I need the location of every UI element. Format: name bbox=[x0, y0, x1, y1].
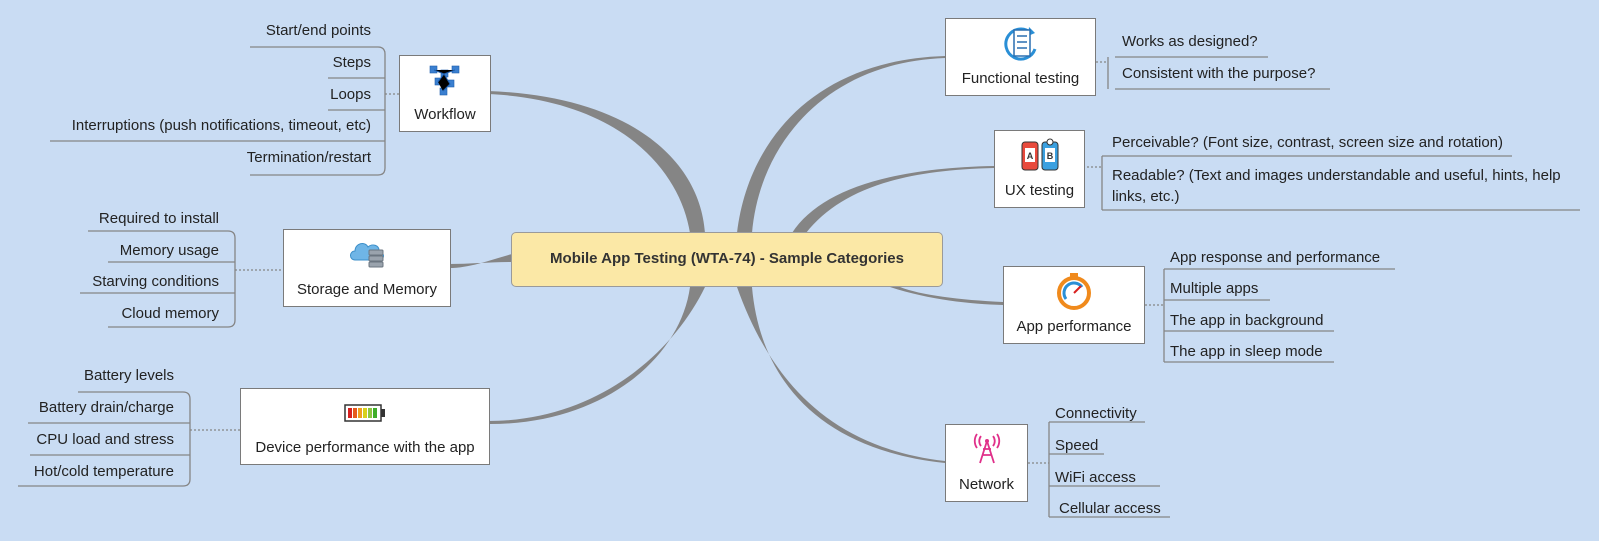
node-device[interactable]: Device performance with the app bbox=[240, 388, 490, 465]
leaf-storage-cloud[interactable]: Cloud memory bbox=[121, 305, 219, 322]
ab-test-phones-icon: A B bbox=[1021, 138, 1058, 171]
node-performance[interactable]: App performance bbox=[1003, 266, 1145, 344]
leaf-workflow-interruptions[interactable]: Interruptions (push notifications, timeo… bbox=[71, 117, 371, 134]
leaf-workflow-start-end[interactable]: Start/end points bbox=[265, 22, 371, 39]
leaf-device-battery-levels[interactable]: Battery levels bbox=[83, 367, 174, 384]
leaf-storage-memory-usage[interactable]: Memory usage bbox=[119, 242, 219, 259]
leaf-network-connectivity[interactable]: Connectivity bbox=[1055, 405, 1137, 422]
leaf-network-speed[interactable]: Speed bbox=[1055, 437, 1099, 454]
leaf-device-temperature[interactable]: Hot/cold temperature bbox=[33, 463, 174, 480]
node-workflow-label: Workflow bbox=[414, 106, 476, 123]
antenna-tower-icon bbox=[973, 433, 1000, 464]
node-workflow[interactable]: Workflow bbox=[399, 55, 491, 132]
leaf-functional-consistent[interactable]: Consistent with the purpose? bbox=[1122, 65, 1316, 82]
node-network[interactable]: Network bbox=[945, 424, 1028, 502]
leaf-functional-designed[interactable]: Works as designed? bbox=[1122, 33, 1258, 50]
leaf-performance-sleep[interactable]: The app in sleep mode bbox=[1170, 343, 1323, 360]
leaf-ux-perceivable[interactable]: Perceivable? (Font size, contrast, scree… bbox=[1112, 134, 1504, 151]
stopwatch-icon bbox=[1057, 273, 1091, 310]
svg-text:B: B bbox=[1046, 151, 1053, 161]
leaf-storage-required[interactable]: Required to install bbox=[98, 210, 219, 227]
node-ux[interactable]: A B UX testing bbox=[994, 130, 1085, 208]
node-functional[interactable]: Functional testing bbox=[945, 18, 1096, 96]
leaf-workflow-loops[interactable]: Loops bbox=[330, 86, 371, 103]
node-performance-label: App performance bbox=[1016, 318, 1132, 335]
node-network-label: Network bbox=[958, 476, 1014, 493]
checklist-icon bbox=[1003, 27, 1036, 61]
node-storage-label: Storage and Memory bbox=[296, 281, 438, 298]
leaf-device-battery-drain[interactable]: Battery drain/charge bbox=[38, 399, 174, 416]
leaf-ux-readable[interactable]: Readable? (Text and images understandabl… bbox=[1112, 167, 1561, 205]
main-branch-curves bbox=[449, 56, 1003, 463]
leaf-workflow-steps[interactable]: Steps bbox=[332, 54, 371, 71]
node-ux-label: UX testing bbox=[1004, 182, 1075, 199]
node-device-label: Device performance with the app bbox=[255, 439, 475, 456]
battery-icon bbox=[344, 404, 385, 422]
node-storage[interactable]: Storage and Memory bbox=[283, 229, 451, 307]
leaf-network-wifi[interactable]: WiFi access bbox=[1055, 469, 1136, 486]
cloud-storage-icon bbox=[350, 243, 384, 268]
leaf-storage-starving[interactable]: Starving conditions bbox=[92, 273, 219, 290]
leaf-performance-response[interactable]: App response and performance bbox=[1170, 249, 1381, 266]
leaf-connectors bbox=[18, 46, 1580, 518]
svg-text:A: A bbox=[1026, 151, 1033, 161]
leaf-network-cellular[interactable]: Cellular access bbox=[1059, 500, 1161, 517]
leaf-performance-background[interactable]: The app in background bbox=[1170, 312, 1324, 329]
leaf-workflow-termination[interactable]: Termination/restart bbox=[246, 149, 371, 166]
leaf-performance-multiple[interactable]: Multiple apps bbox=[1170, 280, 1259, 297]
leaf-device-cpu[interactable]: CPU load and stress bbox=[36, 431, 174, 448]
workflow-network-icon bbox=[429, 65, 460, 96]
node-functional-label: Functional testing bbox=[961, 70, 1080, 87]
central-topic[interactable]: Mobile App Testing (WTA-74) - Sample Cat… bbox=[511, 232, 943, 287]
